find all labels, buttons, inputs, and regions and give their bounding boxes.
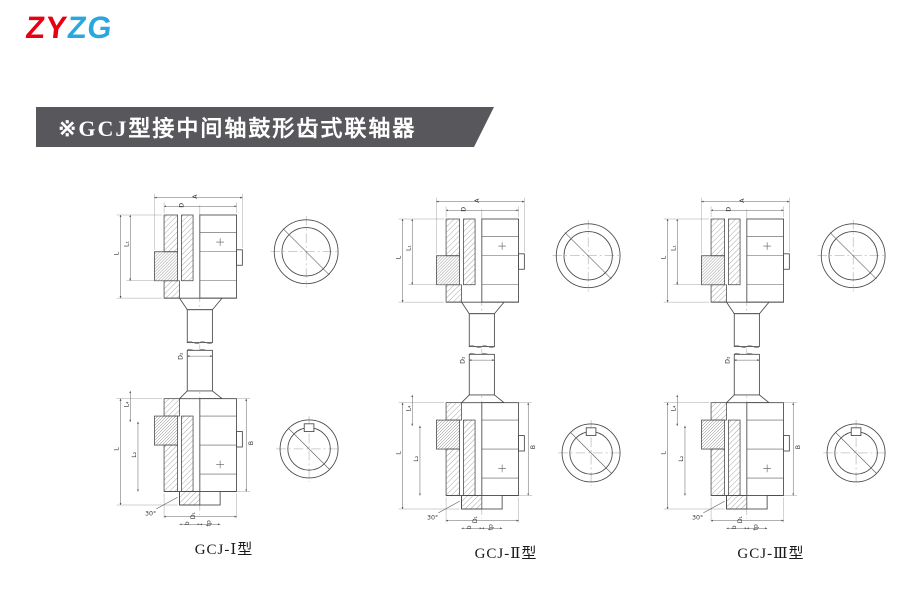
drawing-gcj-1: GCJ-Ⅰ型	[108, 186, 340, 559]
company-logo: ZYZG	[24, 10, 115, 45]
drawing-gcj-3: GCJ-Ⅲ型	[655, 190, 887, 563]
coupling-diagram-3	[655, 190, 887, 538]
banner-title: ※GCJ型接中间轴鼓形齿式联轴器	[58, 116, 417, 141]
section-banner: ※GCJ型接中间轴鼓形齿式联轴器	[36, 107, 494, 147]
logo-zy-text: ZY	[24, 10, 70, 45]
logo-zg-text: ZG	[65, 10, 115, 45]
drawing-label-1: GCJ-Ⅰ型	[194, 542, 254, 558]
coupling-diagram-2	[390, 190, 622, 538]
coupling-diagram-1	[108, 186, 340, 534]
drawing-gcj-2: GCJ-Ⅱ型	[390, 190, 622, 563]
drawing-label-2: GCJ-Ⅱ型	[474, 546, 538, 562]
drawing-label-3: GCJ-Ⅲ型	[737, 546, 805, 562]
